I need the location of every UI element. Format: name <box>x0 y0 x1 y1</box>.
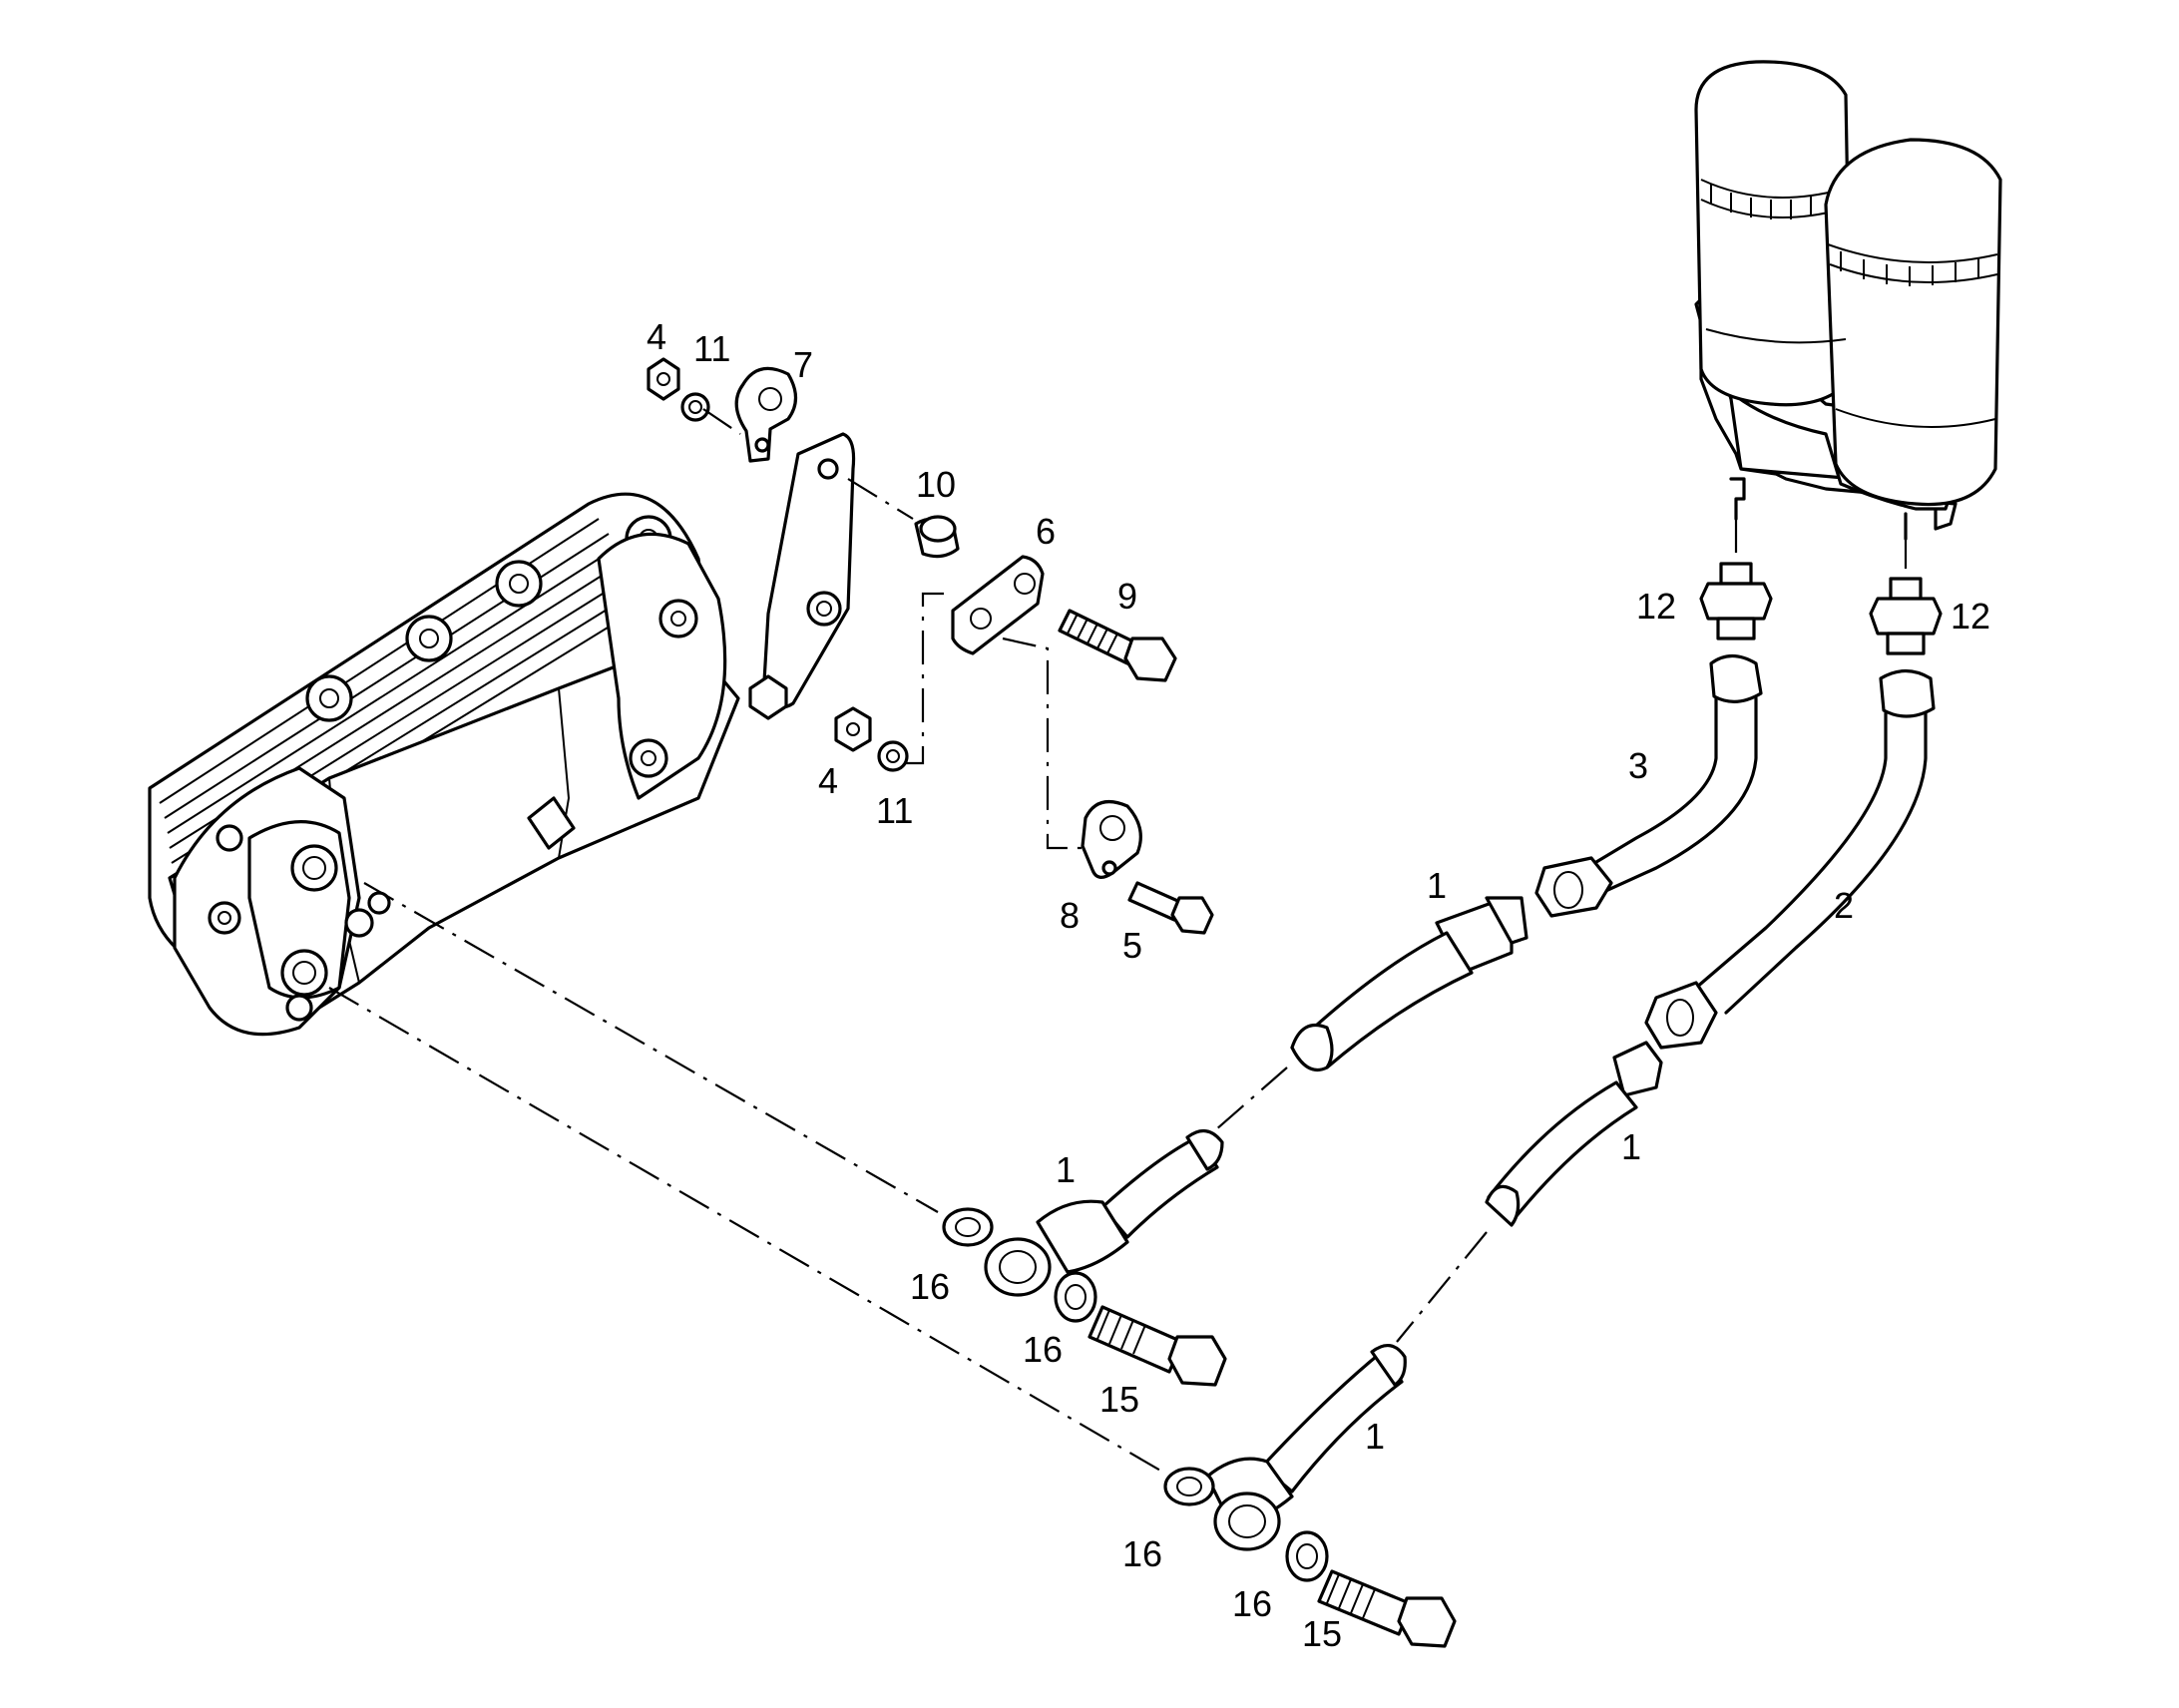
callout-7: 7 <box>793 344 813 385</box>
callout-3: 3 <box>1628 745 1648 786</box>
oil-pipe-2 <box>1644 668 1936 1050</box>
bolt-icon <box>1127 881 1214 935</box>
oil-hose-upper <box>984 896 1528 1297</box>
plate-icon <box>951 555 1045 655</box>
oil-hose-lower <box>1205 1041 1663 1551</box>
mounting-hardware <box>647 357 1214 935</box>
callout-5: 5 <box>1122 925 1142 966</box>
callout-1c: 1 <box>1621 1126 1641 1167</box>
sealing-washer-16a <box>942 1207 994 1247</box>
callout-1b: 1 <box>1056 1149 1076 1190</box>
callout-11b: 11 <box>876 790 913 831</box>
washer-icon <box>877 740 909 772</box>
callout-12b: 12 <box>1951 596 1990 637</box>
callout-15b: 15 <box>1302 1613 1342 1654</box>
oil-pipe-3 <box>1534 653 1763 918</box>
callout-4b: 4 <box>818 760 838 801</box>
callout-16c: 16 <box>1122 1533 1162 1574</box>
bolt-icon <box>1058 609 1177 682</box>
callout-6: 6 <box>1036 511 1056 552</box>
callout-9: 9 <box>1117 576 1137 617</box>
callout-labels: 4 11 7 10 6 9 4 11 8 5 12 12 3 2 1 1 1 1… <box>647 316 1990 1654</box>
oil-cooler-housing <box>148 432 856 1037</box>
sealing-washer-16c <box>1163 1467 1215 1506</box>
callout-16a: 16 <box>910 1266 950 1307</box>
callout-8: 8 <box>1060 895 1080 936</box>
banjo-bolt-15a <box>1088 1305 1227 1387</box>
callout-4a: 4 <box>647 316 666 357</box>
callout-11a: 11 <box>693 328 730 369</box>
washer-icon <box>680 392 710 422</box>
clamp-icon <box>734 366 798 463</box>
callout-12a: 12 <box>1636 586 1676 627</box>
callout-15a: 15 <box>1099 1379 1139 1420</box>
nut-icon <box>647 357 680 401</box>
sealing-washer-16d <box>1285 1530 1329 1582</box>
adapter-fitting-right <box>1869 577 1943 655</box>
callout-1a: 1 <box>1427 865 1447 906</box>
callout-16d: 16 <box>1232 1583 1272 1624</box>
banjo-bolt-15b <box>1317 1569 1457 1648</box>
callout-16b: 16 <box>1023 1329 1063 1370</box>
callout-1d: 1 <box>1365 1416 1385 1457</box>
callout-2: 2 <box>1834 885 1854 926</box>
sealing-washer-16b <box>1054 1271 1097 1323</box>
callout-10: 10 <box>916 464 956 505</box>
nut-icon <box>834 706 872 752</box>
twin-oil-filter <box>1694 60 2002 541</box>
adapter-fitting-left <box>1699 562 1773 640</box>
